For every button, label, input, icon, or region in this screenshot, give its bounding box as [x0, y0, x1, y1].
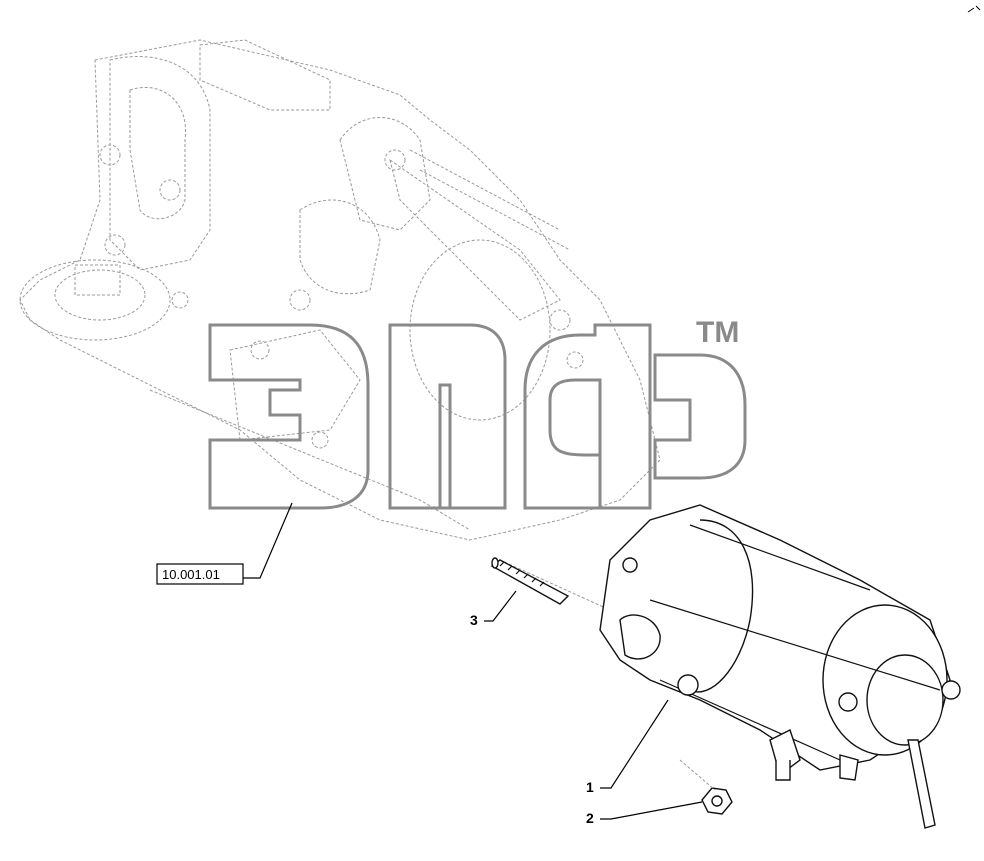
- ref-leader: [243, 502, 293, 579]
- starter-motor-part-1: [599, 504, 961, 829]
- callout-1: 1: [586, 699, 669, 795]
- ref-box: [156, 563, 244, 585]
- callout-3-leader: [484, 590, 517, 622]
- nut-part-2: [701, 787, 733, 815]
- watermark-logo: TM: [208, 316, 747, 510]
- engine-block-ghost: [19, 39, 661, 611]
- corner-mark: [967, 5, 981, 13]
- watermark-tm: TM: [696, 316, 739, 349]
- stud-part-3: [490, 557, 570, 605]
- callout-3-label: 3: [470, 612, 478, 628]
- callout-2-leader: [600, 801, 703, 820]
- callout-ref-10-001-01: 10.001.01: [156, 502, 293, 585]
- callout-3: 3: [470, 590, 517, 628]
- ref-label: 10.001.01: [162, 567, 220, 582]
- callout-2: 2: [586, 801, 703, 826]
- callout-1-leader: [600, 699, 669, 789]
- callout-2-label: 2: [586, 810, 594, 826]
- callout-1-label: 1: [586, 779, 594, 795]
- assembly-line: [679, 759, 716, 791]
